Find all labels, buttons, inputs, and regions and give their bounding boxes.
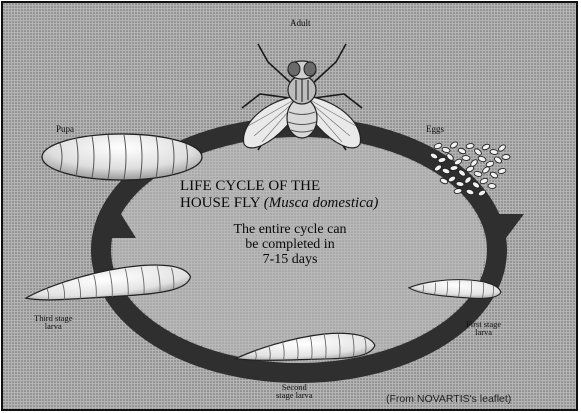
duration-line3: 7-15 days [215, 252, 365, 267]
third-larva-label: Third stage larva [34, 314, 72, 330]
third-larva-label-line2: larva [34, 322, 72, 330]
title-common-name: HOUSE FLY [180, 195, 264, 211]
first-larva-label-line2: larva [466, 328, 501, 336]
pupa [42, 134, 202, 180]
diagram-title: LIFE CYCLE OF THE HOUSE FLY (Musca domes… [180, 178, 430, 212]
duration-line2: be completed in [215, 237, 365, 252]
cycle-duration-text: The entire cycle can be completed in 7-1… [215, 222, 365, 267]
source-credit: (From NOVARTIS's leaflet) [386, 393, 511, 405]
pupa-label: Pupa [56, 125, 74, 134]
title-line2: HOUSE FLY (Musca domestica) [180, 195, 430, 212]
second-larva-label-line2: stage larva [276, 391, 313, 399]
title-line1: LIFE CYCLE OF THE [180, 178, 430, 195]
second-larva-label: Second stage larva [276, 383, 313, 399]
duration-line1: The entire cycle can [215, 222, 365, 237]
eggs-label: Eggs [426, 125, 444, 134]
adult-label: Adult [290, 19, 311, 28]
first-larva-label: First stage larva [466, 320, 501, 336]
title-species-name: (Musca domestica) [264, 195, 379, 211]
